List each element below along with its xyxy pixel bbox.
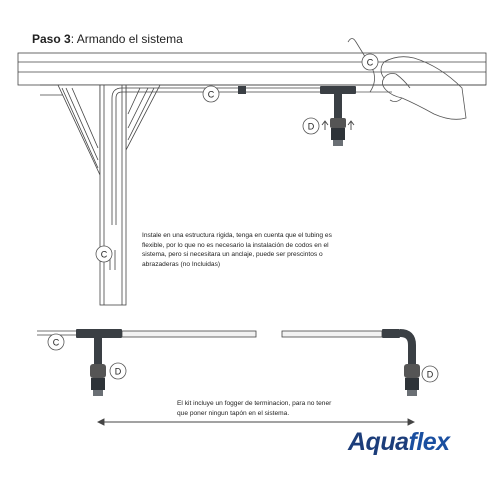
right-end-fitting [382, 329, 420, 396]
callout-c-label: C [53, 338, 60, 348]
rigid-structure-note: Instale en una estructura rigida, tenga … [142, 232, 332, 268]
end-fogger-note: El kit incluye un fogger de terminacion,… [177, 400, 332, 417]
callout-d-lower-left: D [109, 362, 127, 380]
callout-c-upper-2: C [361, 53, 379, 71]
callout-d-upper: D [302, 117, 320, 135]
step-title: Paso 3: Armando el sistema [32, 32, 183, 46]
callout-c-post: C [95, 245, 113, 263]
callout-d-label: D [308, 122, 315, 132]
callout-d-label: D [115, 367, 122, 377]
callout-d-lower-right: D [421, 365, 439, 383]
span-arrow [96, 418, 416, 426]
step-prefix: Paso 3 [32, 32, 71, 46]
logo-flex: flex [408, 428, 451, 456]
callout-c-label: C [101, 250, 108, 260]
logo-aqua: Aqua [348, 428, 409, 456]
callout-c-upper-1: C [202, 85, 220, 103]
upper-tee-fitting [238, 86, 356, 146]
pergola-structure [17, 52, 487, 306]
aquaflex-logo: Aquaflex [348, 428, 450, 457]
step-title-text: : Armando el sistema [70, 32, 183, 46]
callout-c-label: C [208, 90, 215, 100]
left-tee-fitting [76, 329, 122, 396]
callout-c-label: C [367, 58, 374, 68]
callout-c-lower: C [47, 333, 65, 351]
callout-d-label: D [427, 370, 434, 380]
